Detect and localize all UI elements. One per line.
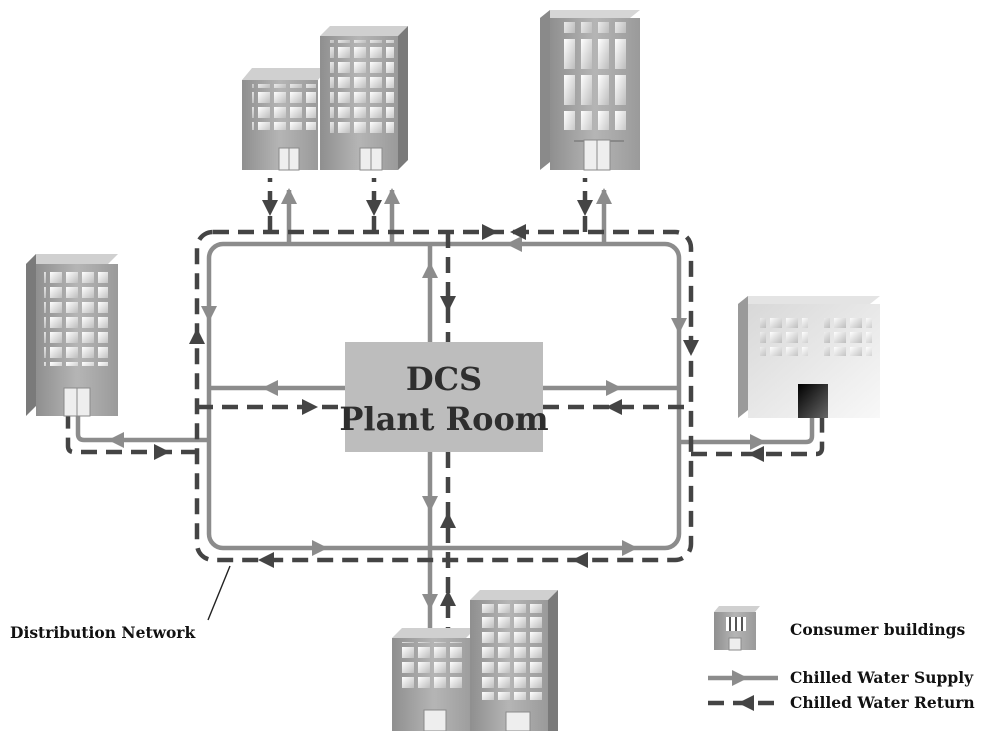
return-arrow: [510, 224, 526, 240]
supply-arrow: [262, 380, 278, 396]
consumer-building-top-left-small: [242, 68, 328, 171]
legend: Consumer buildings Chilled Water Supply …: [708, 606, 975, 712]
plant-room: DCS Plant Room: [339, 342, 549, 452]
supply-arrow: [506, 236, 522, 252]
supply-branch-left: [75, 415, 209, 443]
consumer-building-top-right: [540, 10, 640, 171]
consumer-building-right: [738, 296, 880, 418]
supply-loop: [206, 241, 682, 551]
supply-arrow: [201, 306, 217, 322]
supply-arrow: [596, 188, 612, 204]
return-arrow: [748, 446, 764, 462]
plant-room-box: [345, 342, 543, 452]
callout-pointer: [207, 565, 231, 621]
return-arrow: [577, 200, 593, 216]
supply-arrow: [671, 318, 687, 334]
legend-building-icon: [714, 606, 760, 651]
supply-arrow: [422, 496, 438, 512]
return-arrow: [606, 399, 622, 415]
return-arrow: [572, 552, 588, 568]
plant-room-title-line1: DCS: [406, 360, 482, 398]
flow-arrows: [108, 188, 766, 610]
return-arrow: [366, 200, 382, 216]
distribution-network-callout: Distribution Network: [10, 565, 231, 642]
legend-return-label: Chilled Water Return: [790, 693, 975, 712]
consumer-building-bottom-small: [392, 628, 476, 731]
return-arrow: [302, 399, 318, 415]
return-arrow: [262, 200, 278, 216]
return-arrow: [683, 340, 699, 356]
legend-supply-label: Chilled Water Supply: [790, 668, 974, 687]
supply-arrow: [422, 262, 438, 278]
supply-arrow: [422, 594, 438, 610]
supply-arrow: [312, 540, 328, 556]
return-arrow: [440, 590, 456, 606]
return-arrow: [440, 512, 456, 528]
consumer-building-left: [26, 254, 118, 417]
supply-branch-right: [679, 418, 815, 445]
return-arrow: [258, 552, 274, 568]
return-arrow: [440, 296, 456, 312]
supply-arrow: [384, 188, 400, 204]
return-branch-right: [691, 418, 825, 457]
legend-buildings-label: Consumer buildings: [790, 620, 965, 639]
legend-supply-arrow: [732, 670, 748, 686]
consumer-building-bottom-tall: [470, 590, 558, 731]
return-arrow: [154, 444, 170, 460]
return-loop: [194, 229, 694, 563]
return-branch-left: [65, 415, 197, 455]
distribution-network-label: Distribution Network: [10, 623, 195, 642]
supply-arrow: [750, 434, 766, 450]
supply-arrow: [281, 188, 297, 204]
supply-arrow: [622, 540, 638, 556]
legend-return-arrow: [738, 695, 754, 711]
consumer-building-top-left-tall: [320, 26, 408, 171]
plant-room-title-line2: Plant Room: [339, 400, 548, 438]
supply-arrow: [606, 380, 622, 396]
return-arrow: [482, 224, 498, 240]
return-arrow: [189, 328, 205, 344]
supply-arrow: [108, 432, 124, 448]
